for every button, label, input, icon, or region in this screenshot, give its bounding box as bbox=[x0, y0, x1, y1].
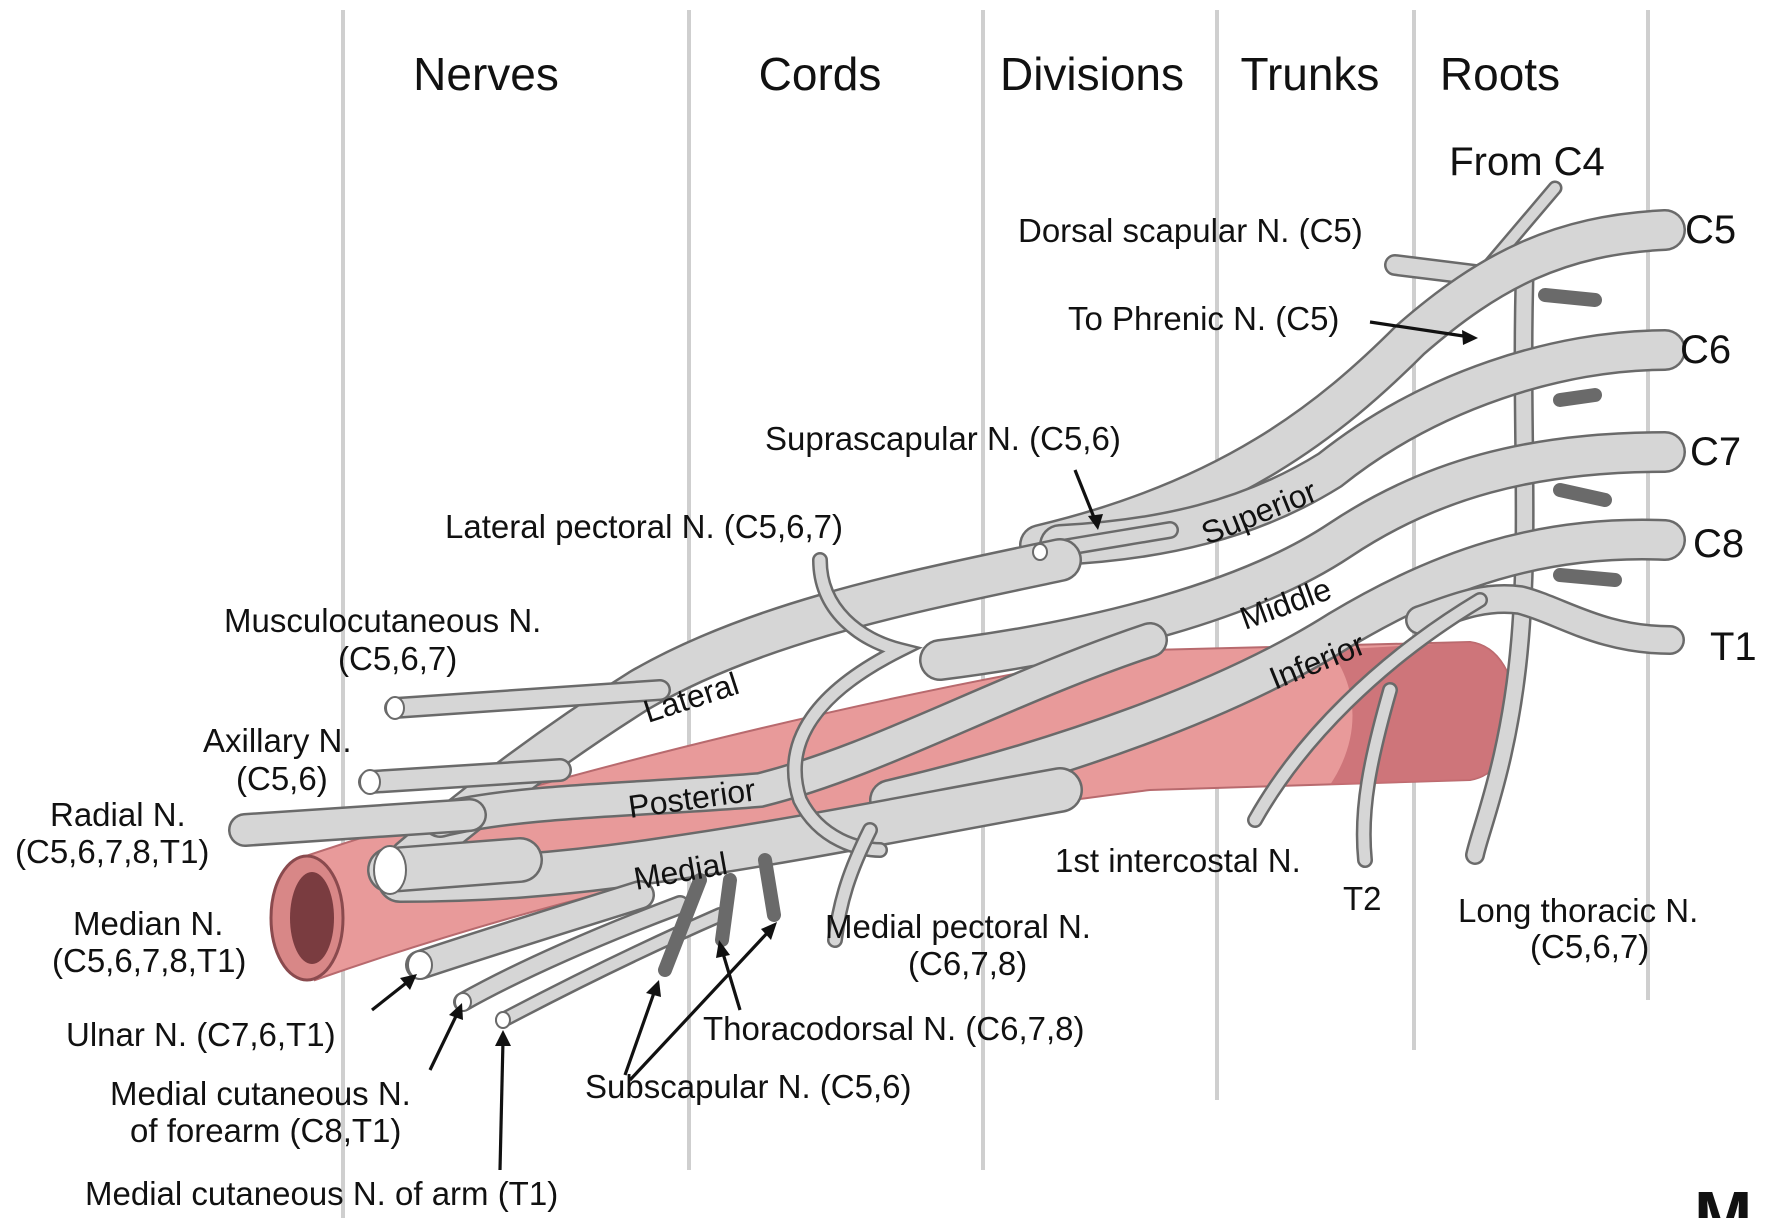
label-musculocutaneous: Musculocutaneous N. bbox=[224, 602, 541, 639]
header-trunks: Trunks bbox=[1241, 48, 1380, 100]
label-c7: C7 bbox=[1690, 430, 1741, 474]
label-medial-cutaneous-forearm-2: of forearm (C8,T1) bbox=[130, 1112, 401, 1149]
arrowhead bbox=[495, 1030, 511, 1046]
nerve-end bbox=[386, 697, 404, 719]
label-c8: C8 bbox=[1693, 522, 1744, 566]
nerve-end bbox=[374, 846, 406, 894]
column-headers: Nerves Cords Divisions Trunks Roots bbox=[413, 48, 1560, 100]
label-axillary: Axillary N. bbox=[203, 722, 352, 759]
label-median: Median N. bbox=[73, 905, 223, 942]
arrowhead bbox=[1462, 330, 1478, 345]
label-medial-pectoral-roots: (C6,7,8) bbox=[908, 945, 1027, 982]
label-medial-cutaneous-forearm-1: Medial cutaneous N. bbox=[110, 1075, 411, 1112]
arrow-ulnar bbox=[372, 980, 410, 1010]
label-medial-cutaneous-arm: Medial cutaneous N. of arm (T1) bbox=[85, 1175, 558, 1212]
nerve-end bbox=[360, 770, 380, 794]
nerve-end bbox=[496, 1012, 510, 1028]
label-c5: C5 bbox=[1685, 208, 1736, 252]
label-suprascapular: Suprascapular N. (C5,6) bbox=[765, 420, 1121, 457]
label-axillary-roots: (C5,6) bbox=[236, 760, 328, 797]
label-ulnar: Ulnar N. (C7,6,T1) bbox=[66, 1016, 336, 1053]
label-long-thoracic-roots: (C5,6,7) bbox=[1530, 928, 1649, 965]
root-stub bbox=[1560, 490, 1605, 500]
arrow-med-cut-forearm bbox=[430, 1012, 458, 1070]
label-radial-roots: (C5,6,7,8,T1) bbox=[15, 833, 209, 870]
header-cords: Cords bbox=[759, 48, 882, 100]
header-divisions: Divisions bbox=[1000, 48, 1184, 100]
label-c6: C6 bbox=[1680, 328, 1731, 372]
arrow-subscapular-1 bbox=[625, 990, 655, 1075]
arrow-med-cut-arm bbox=[500, 1040, 503, 1170]
label-lateral-pectoral: Lateral pectoral N. (C5,6,7) bbox=[445, 508, 843, 545]
logo-mark: M bbox=[1694, 1177, 1752, 1218]
root-stub bbox=[1560, 395, 1595, 400]
axillary-nerve-fill bbox=[370, 770, 560, 782]
root-stub bbox=[1545, 295, 1595, 300]
label-first-intercostal: 1st intercostal N. bbox=[1055, 842, 1301, 879]
label-radial: Radial N. bbox=[50, 796, 186, 833]
radial-nerve-fill bbox=[245, 815, 470, 830]
artery-lumen bbox=[290, 872, 334, 964]
label-long-thoracic: Long thoracic N. bbox=[1458, 892, 1698, 929]
label-medial-pectoral: Medial pectoral N. bbox=[825, 908, 1091, 945]
root-stub bbox=[1560, 575, 1615, 580]
nerve-end bbox=[408, 951, 432, 979]
nerve-end bbox=[1033, 544, 1047, 560]
label-musculocutaneous-roots: (C5,6,7) bbox=[338, 640, 457, 677]
label-thoracodorsal: Thoracodorsal N. (C6,7,8) bbox=[703, 1010, 1084, 1047]
arrowhead bbox=[646, 980, 661, 997]
label-dorsal-scapular: Dorsal scapular N. (C5) bbox=[1018, 212, 1363, 249]
thoracodorsal-nerve bbox=[722, 880, 730, 940]
header-nerves: Nerves bbox=[413, 48, 559, 100]
label-t2: T2 bbox=[1343, 880, 1382, 917]
label-to-phrenic: To Phrenic N. (C5) bbox=[1068, 300, 1339, 337]
label-from-c4: From C4 bbox=[1449, 140, 1605, 184]
label-subscapular: Subscapular N. (C5,6) bbox=[585, 1068, 911, 1105]
header-roots: Roots bbox=[1440, 48, 1560, 100]
label-t1: T1 bbox=[1710, 625, 1757, 669]
median-nerve-fill bbox=[390, 860, 520, 870]
label-median-roots: (C5,6,7,8,T1) bbox=[52, 942, 246, 979]
subscapular-nerve-lower bbox=[765, 860, 774, 915]
